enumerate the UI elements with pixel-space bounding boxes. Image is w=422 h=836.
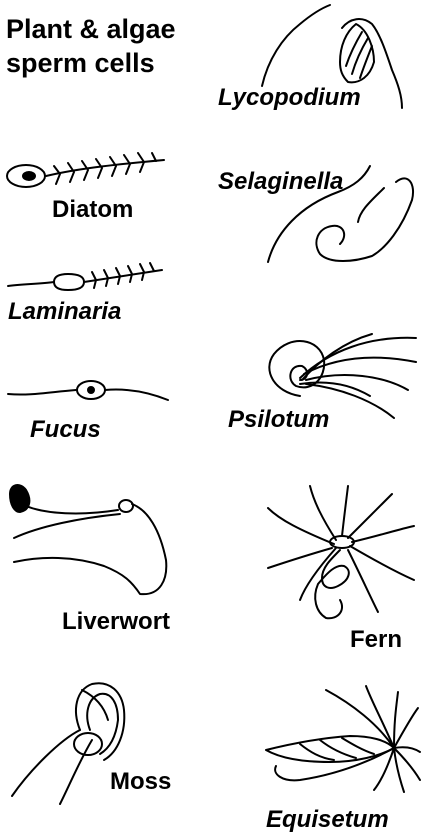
equisetum-drawing (266, 686, 420, 792)
label-laminaria: Laminaria (8, 298, 121, 326)
label-fucus: Fucus (30, 416, 101, 444)
diatom-drawing (7, 153, 164, 187)
laminaria-drawing (8, 263, 162, 290)
label-diatom: Diatom (52, 196, 133, 224)
label-moss: Moss (110, 768, 171, 796)
label-selaginella: Selaginella (218, 168, 343, 196)
label-equisetum: Equisetum (266, 806, 389, 834)
fucus-drawing (8, 381, 168, 400)
label-liverwort: Liverwort (62, 608, 170, 636)
label-fern: Fern (350, 626, 402, 654)
fern-drawing (268, 486, 414, 618)
label-psilotum: Psilotum (228, 406, 329, 434)
liverwort-drawing (10, 485, 166, 594)
label-lycopodium: Lycopodium (218, 84, 361, 112)
moss-drawing (12, 683, 124, 804)
